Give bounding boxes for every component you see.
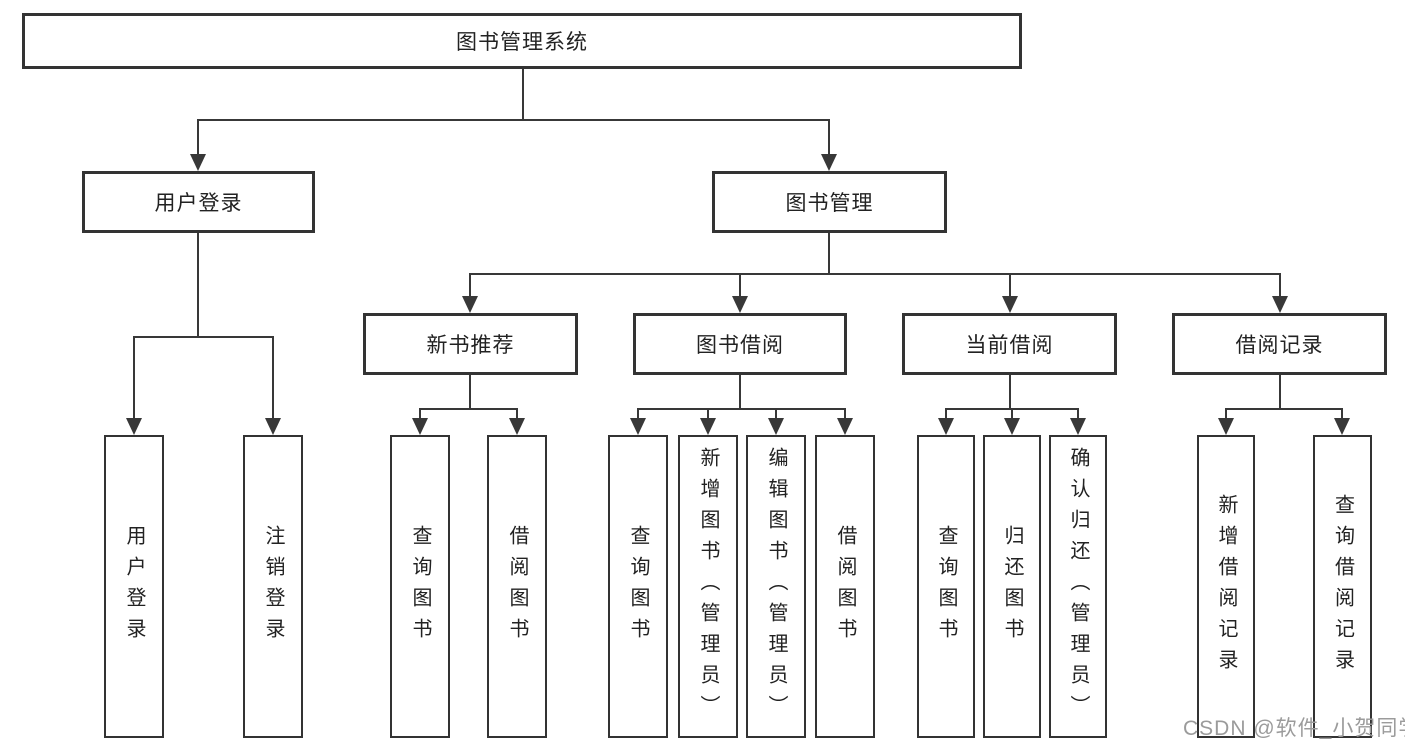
node-leaf-logout: 注销登录 bbox=[243, 435, 303, 738]
leaf-label: 归还图书 bbox=[1001, 524, 1023, 649]
node-leaf-add-borrow-record: 新增借阅记录 bbox=[1197, 435, 1255, 738]
node-leaf-recommend-query-books: 查询图书 bbox=[390, 435, 450, 738]
node-leaf-borrow-books: 借阅图书 bbox=[815, 435, 875, 738]
arrowheads bbox=[126, 154, 1350, 435]
node-current-borrowing: 当前借阅 bbox=[902, 313, 1117, 375]
leaf-label: 新增借阅记录 bbox=[1215, 493, 1237, 680]
node-borrowing-records: 借阅记录 bbox=[1172, 313, 1387, 375]
node-library-management-system: 图书管理系统 bbox=[22, 13, 1022, 69]
leaf-label: 确认归还（管理员） bbox=[1067, 447, 1089, 726]
leaf-label: 查询图书 bbox=[935, 524, 957, 649]
leaf-label: 查询图书 bbox=[409, 524, 431, 649]
node-leaf-edit-books-admin: 编辑图书（管理员） bbox=[746, 435, 806, 738]
node-user-login: 用户登录 bbox=[82, 171, 315, 233]
leaf-label: 借阅图书 bbox=[834, 524, 856, 649]
node-new-book-recommend: 新书推荐 bbox=[363, 313, 578, 375]
node-leaf-recommend-borrow-books: 借阅图书 bbox=[487, 435, 547, 738]
connector-edges bbox=[133, 68, 1343, 420]
node-leaf-confirm-return-admin: 确认归还（管理员） bbox=[1049, 435, 1107, 738]
node-book-management: 图书管理 bbox=[712, 171, 947, 233]
node-book-borrowing: 图书借阅 bbox=[633, 313, 847, 375]
leaf-label: 编辑图书（管理员） bbox=[765, 447, 787, 726]
leaf-label: 查询借阅记录 bbox=[1331, 493, 1354, 680]
node-leaf-user-login: 用户登录 bbox=[104, 435, 164, 738]
csdn-watermark: CSDN @软件_小贺同学 bbox=[1183, 717, 1405, 740]
node-leaf-add-books-admin: 新增图书（管理员） bbox=[678, 435, 738, 738]
node-leaf-current-query-books: 查询图书 bbox=[917, 435, 975, 738]
leaf-label: 查询图书 bbox=[627, 524, 649, 649]
leaf-label: 注销登录 bbox=[262, 524, 284, 649]
node-leaf-return-books: 归还图书 bbox=[983, 435, 1041, 738]
node-leaf-borrow-query-books: 查询图书 bbox=[608, 435, 668, 738]
leaf-label: 借阅图书 bbox=[506, 524, 528, 649]
leaf-label: 新增图书（管理员） bbox=[697, 447, 719, 726]
leaf-label: 用户登录 bbox=[123, 524, 145, 649]
node-leaf-query-borrow-record: 查询借阅记录 bbox=[1313, 435, 1372, 738]
